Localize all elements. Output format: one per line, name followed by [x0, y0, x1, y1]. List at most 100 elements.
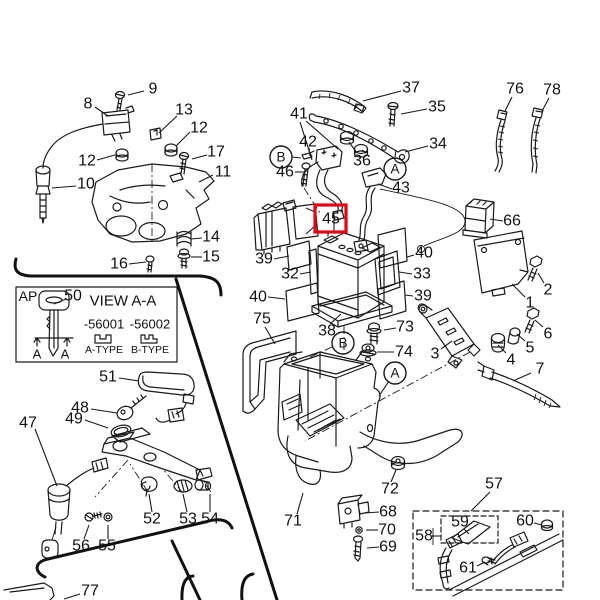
- callout-5: 5: [526, 340, 535, 357]
- leader-line: [511, 283, 526, 298]
- bolt-16-drawing: [145, 255, 155, 273]
- callout-12: 12: [190, 120, 208, 137]
- cable-tie-76-drawing: [494, 109, 508, 173]
- nut-60-drawing: [540, 519, 554, 532]
- callout-41: 41: [290, 106, 308, 123]
- leader-line: [291, 156, 302, 159]
- bolt-15-drawing: [177, 248, 191, 269]
- leader-line: [440, 340, 453, 350]
- callout-75: 75: [253, 311, 271, 328]
- dash-dot-line: [94, 459, 129, 498]
- leader-line: [299, 271, 312, 275]
- band-37-drawing: [309, 90, 367, 114]
- leader-line: [489, 218, 504, 222]
- pad-40-right-drawing: [377, 227, 408, 269]
- callout-50: 50: [64, 288, 82, 305]
- pad-45-drawing: [292, 203, 319, 240]
- circled-letter-label: B: [338, 336, 347, 351]
- cable-7-drawing: [477, 361, 561, 409]
- callout-15: 15: [202, 249, 220, 266]
- leader-line: [308, 147, 311, 157]
- leader-line: [96, 154, 116, 161]
- callout-14: 14: [202, 229, 220, 246]
- callout-69: 69: [379, 539, 397, 556]
- leader-line: [84, 419, 109, 429]
- leader-line: [394, 149, 397, 158]
- leader-line: [404, 294, 414, 297]
- callout-2: 2: [544, 282, 553, 299]
- bracket-34-drawing: [308, 113, 410, 164]
- circled-letter-A: [383, 157, 407, 181]
- callout-73: 73: [396, 319, 414, 336]
- view-a-a-box: [15, 286, 178, 363]
- callout-39: 39: [255, 251, 273, 268]
- leader-line: [182, 493, 188, 513]
- leader-line: [51, 185, 77, 189]
- leader-line: [404, 145, 429, 153]
- callout-47: 47: [19, 415, 37, 432]
- callout-17: 17: [207, 144, 225, 161]
- callout-36: 36: [353, 153, 371, 170]
- ht-lead-drawing: [42, 123, 104, 169]
- bracket-77-drawing: [3, 582, 55, 600]
- bushing-4-drawing: [490, 332, 506, 353]
- callout-51: 51: [99, 369, 117, 386]
- callout-34: 34: [429, 136, 447, 153]
- wire-harness-kit-group: [412, 510, 564, 597]
- pad-39-left-drawing: [286, 240, 312, 271]
- callout-AP: AP: [19, 288, 38, 304]
- leader-line: [267, 296, 286, 300]
- callout-60: 60: [516, 513, 534, 530]
- bushing-54-drawing: [194, 479, 212, 491]
- ignition-coil-8-drawing: [101, 105, 135, 142]
- clamp-42-drawing: [301, 150, 315, 160]
- nut-74-drawing: [359, 343, 377, 357]
- callout-40: 40: [249, 289, 267, 306]
- callout-59: 59: [451, 514, 469, 531]
- leader-line: [90, 408, 118, 414]
- connector-59-drawing: [437, 520, 491, 590]
- circled-letter-label: B: [276, 150, 285, 165]
- circled-letter-A: [383, 361, 407, 385]
- callout-76: 76: [506, 81, 524, 98]
- callout-61: 61: [459, 560, 477, 577]
- callout-52: 52: [143, 511, 161, 528]
- callout-43: 43: [392, 180, 410, 197]
- highlight-box: [313, 203, 348, 234]
- leader-line: [127, 90, 145, 96]
- leader-line: [34, 428, 58, 487]
- collar-5-drawing: [507, 327, 521, 345]
- leader-line: [361, 149, 367, 154]
- callout-77: 77: [81, 583, 99, 600]
- main-switch-47-drawing: [41, 457, 109, 559]
- dash-dot-line: [307, 346, 333, 359]
- bolt-46-drawing: [301, 162, 311, 187]
- bolt-61-drawing: [481, 556, 496, 566]
- callout--56001: -56001: [84, 317, 124, 332]
- callout-57: 57: [485, 476, 503, 493]
- bolt-6-drawing: [524, 307, 540, 334]
- cdi-unit-1-drawing: [473, 230, 529, 297]
- callout-78: 78: [543, 82, 561, 99]
- leader-line: [273, 255, 290, 260]
- washer-55-drawing: [103, 512, 113, 522]
- nut-72-drawing: [390, 455, 406, 471]
- leader-line: [83, 524, 90, 540]
- callout-37: 37: [402, 80, 420, 97]
- callout-42: 42: [299, 134, 317, 151]
- main-switch-group: [3, 371, 213, 600]
- screw-17-drawing: [178, 151, 190, 175]
- leader-line: [470, 491, 491, 512]
- leader-line: [190, 237, 203, 240]
- circled-letter-label: A: [390, 366, 399, 381]
- leader-line: [516, 333, 526, 342]
- section-separators: [13, 257, 279, 600]
- spring-14-drawing: [176, 230, 192, 247]
- relay-44-drawing: [253, 201, 291, 255]
- bracket-3-drawing: [417, 303, 481, 369]
- leader-line: [541, 97, 550, 112]
- callout-74: 74: [395, 344, 413, 361]
- bolt-35-drawing: [387, 101, 399, 127]
- battery-group: [253, 90, 466, 357]
- leader-line: [305, 120, 339, 150]
